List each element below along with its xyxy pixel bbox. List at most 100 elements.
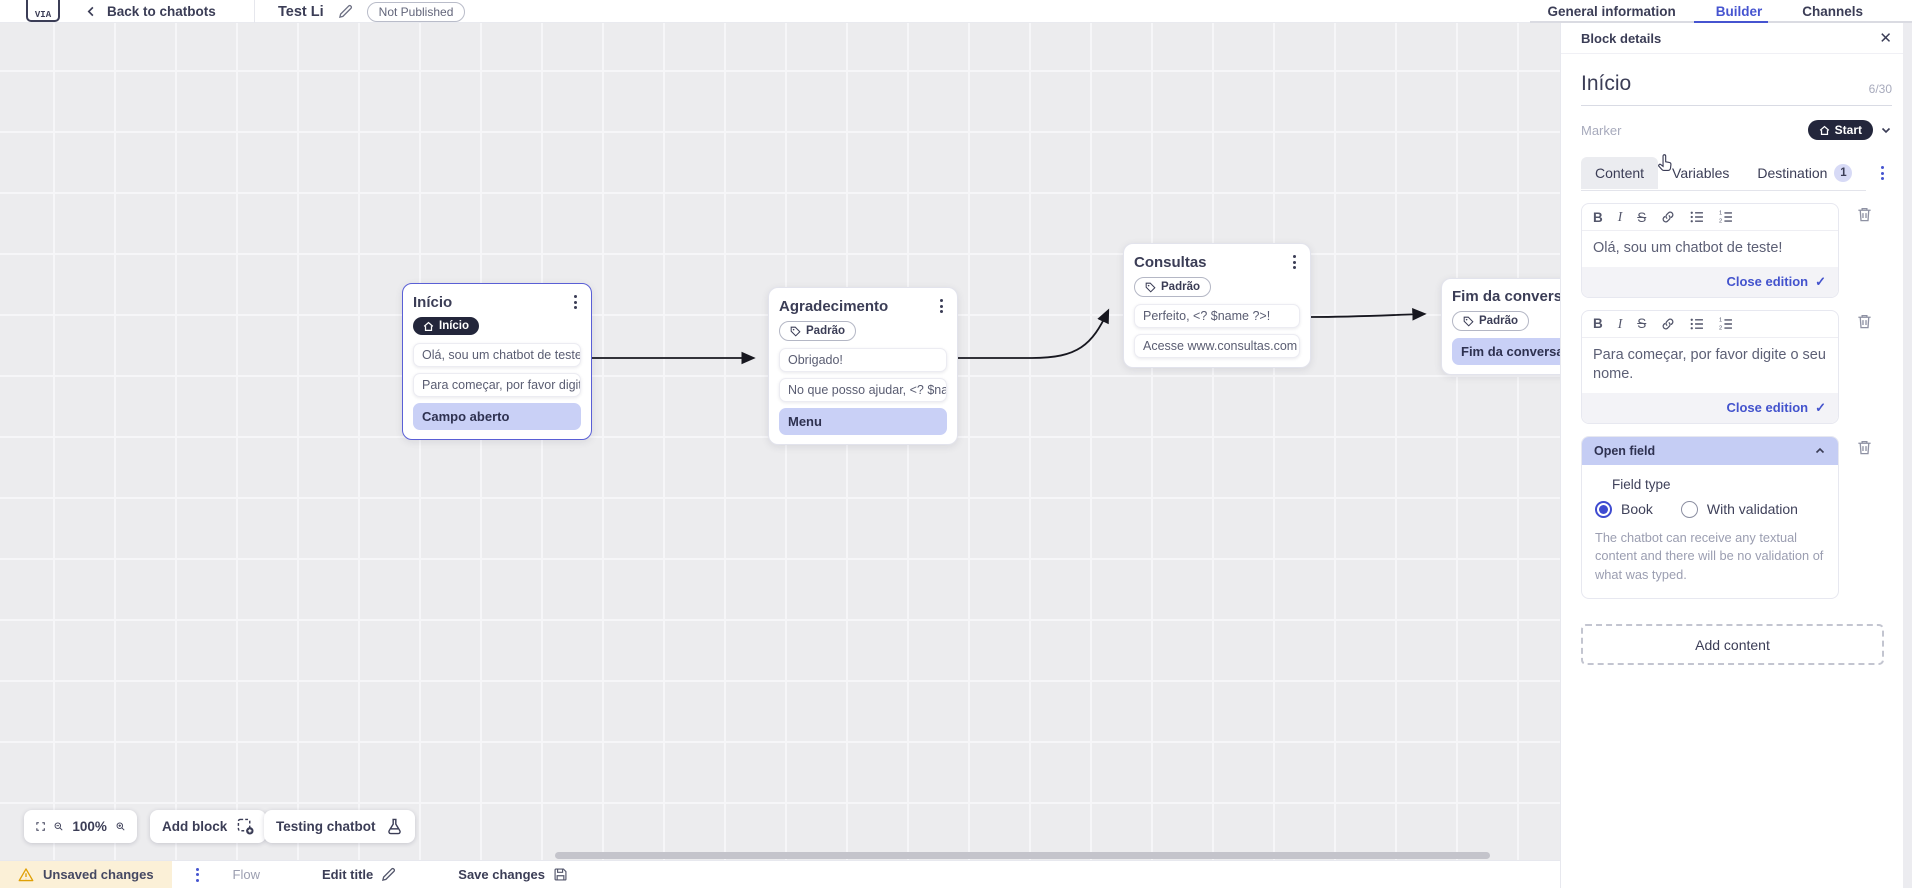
close-icon[interactable]: ✕ xyxy=(1879,29,1892,47)
flow-canvas[interactable]: Início Início Olá, sou um chatbot de tes… xyxy=(0,23,1560,860)
bold-icon[interactable]: B xyxy=(1593,316,1603,332)
block-card-message[interactable]: Olá, sou um chatbot de teste! xyxy=(413,342,581,367)
block-menu-icon[interactable] xyxy=(1289,253,1300,271)
home-icon xyxy=(423,321,434,331)
open-field-header[interactable]: Open field xyxy=(1582,436,1838,465)
tab-variables[interactable]: Variables xyxy=(1672,165,1730,181)
tag-icon xyxy=(1145,282,1156,293)
add-content-button[interactable]: Add content xyxy=(1581,624,1884,666)
block-title: Agradecimento xyxy=(779,297,889,315)
tab-destination[interactable]: Destination 1 xyxy=(1743,156,1866,190)
edit-title-button[interactable]: Edit title xyxy=(322,867,396,882)
check-icon: ✓ xyxy=(1815,399,1826,415)
edit-title-pencil-icon[interactable] xyxy=(338,4,353,19)
flow-block-consultas[interactable]: Consultas Padrão Perfeito, <? $name ?>! … xyxy=(1123,243,1311,368)
unsaved-changes-badge: Unsaved changes xyxy=(0,861,172,888)
close-edition-button[interactable]: Close edition xyxy=(1726,274,1809,290)
zoom-out-icon[interactable] xyxy=(54,819,63,834)
testing-chatbot-button[interactable]: Testing chatbot xyxy=(264,810,415,843)
fullscreen-icon[interactable] xyxy=(36,819,45,834)
strikethrough-icon[interactable]: S xyxy=(1637,316,1647,332)
pencil-icon xyxy=(382,867,396,882)
back-to-chatbots-button[interactable]: Back to chatbots xyxy=(86,0,216,23)
horizontal-scrollbar[interactable] xyxy=(555,852,1490,859)
divider xyxy=(254,0,255,23)
zoom-level: 100% xyxy=(72,819,107,834)
chevron-up-icon[interactable] xyxy=(1814,445,1826,457)
radio-unselected[interactable] xyxy=(1680,500,1698,518)
block-card-open-field[interactable]: Campo aberto xyxy=(413,402,581,430)
add-block-icon xyxy=(237,818,254,835)
main-tabs: General information Builder Channels xyxy=(1547,0,1863,23)
italic-icon[interactable]: I xyxy=(1617,209,1623,224)
radio-option-book[interactable]: Book xyxy=(1595,500,1653,518)
italic-icon[interactable]: I xyxy=(1617,315,1623,331)
default-marker-pill: Padrão xyxy=(1134,277,1211,297)
bold-icon[interactable]: B xyxy=(1593,209,1603,225)
home-icon xyxy=(1819,125,1829,135)
message-text-input[interactable]: Para começar, por favor digite o seu nom… xyxy=(1593,346,1826,383)
destination-count-badge: 1 xyxy=(1834,164,1853,182)
radio-option-with-validation[interactable]: With validation xyxy=(1680,500,1798,518)
bottom-status-bar: Unsaved changes Flow Edit title Save cha… xyxy=(0,860,1560,888)
trash-icon[interactable] xyxy=(1856,439,1873,456)
tag-icon xyxy=(1463,316,1474,327)
block-menu-icon[interactable] xyxy=(936,297,947,315)
publish-status-badge: Not Published xyxy=(366,1,466,22)
close-edition-button[interactable]: Close edition xyxy=(1726,400,1809,416)
link-icon[interactable] xyxy=(1661,317,1675,331)
flow-block-fim-da-conversa[interactable]: Fim da conversa Padrão Fim da conversa xyxy=(1441,278,1560,375)
bullet-list-icon[interactable] xyxy=(1690,210,1704,224)
flow-block-inicio[interactable]: Início Início Olá, sou um chatbot de tes… xyxy=(402,283,592,440)
marker-start-pill[interactable]: Start xyxy=(1807,120,1873,140)
tab-general-information[interactable]: General information xyxy=(1547,4,1676,19)
block-card-menu[interactable]: Menu xyxy=(779,407,947,435)
block-card-end[interactable]: Fim da conversa xyxy=(1452,337,1560,365)
field-type-label: Field type xyxy=(1612,476,1671,492)
radio-selected[interactable] xyxy=(1595,500,1612,518)
svg-text:1: 1 xyxy=(1719,317,1722,323)
check-icon: ✓ xyxy=(1815,273,1826,289)
save-changes-button[interactable]: Save changes xyxy=(458,867,568,882)
block-name-input[interactable]: Início 6/30 xyxy=(1581,72,1892,106)
save-icon xyxy=(554,868,567,881)
block-title: Início xyxy=(413,293,453,311)
active-tab-underline xyxy=(1694,21,1768,23)
svg-text:1: 1 xyxy=(1719,211,1722,217)
chevron-down-icon[interactable] xyxy=(1880,124,1892,136)
tab-channels[interactable]: Channels xyxy=(1802,4,1863,19)
app-logo[interactable]: VIA xyxy=(26,0,60,22)
add-block-button[interactable]: Add block xyxy=(150,810,267,843)
tab-content[interactable]: Content xyxy=(1581,157,1659,189)
panel-scrollbar[interactable] xyxy=(1903,23,1912,888)
block-card-message[interactable]: Acesse www.consultas.com par... xyxy=(1134,333,1300,358)
block-card-message[interactable]: Obrigado! xyxy=(779,347,947,372)
panel-tabs-menu-icon[interactable] xyxy=(1877,164,1888,182)
statusbar-menu-icon[interactable] xyxy=(192,866,203,884)
message-text-input[interactable]: Olá, sou um chatbot de teste! xyxy=(1593,240,1783,256)
field-type-description: The chatbot can receive any textual cont… xyxy=(1595,529,1824,582)
zoom-in-icon[interactable] xyxy=(116,819,125,834)
bullet-list-icon[interactable] xyxy=(1690,317,1704,331)
link-icon[interactable] xyxy=(1661,210,1675,224)
block-card-message[interactable]: Perfeito, <? $name ?>! xyxy=(1134,303,1300,328)
flow-connectors xyxy=(592,308,1427,365)
tab-builder[interactable]: Builder xyxy=(1715,4,1763,19)
trash-icon[interactable] xyxy=(1856,206,1873,223)
strikethrough-icon[interactable]: S xyxy=(1637,209,1647,225)
chatbot-title[interactable]: Test Li xyxy=(278,3,324,20)
trash-icon[interactable] xyxy=(1856,313,1873,330)
zoom-controls: 100% xyxy=(24,810,137,843)
block-title: Fim da conversa xyxy=(1452,288,1560,305)
open-field-section: Open field Field type Book xyxy=(1581,435,1839,600)
block-card-message[interactable]: No que posso ajudar, <? $name ... xyxy=(779,377,947,402)
block-menu-icon[interactable] xyxy=(570,293,581,311)
block-card-message[interactable]: Para começar, por favor digite o ... xyxy=(413,372,581,397)
flow-block-agradecimento[interactable]: Agradecimento Padrão Obrigado! No que po… xyxy=(768,287,958,445)
flow-label: Flow xyxy=(232,867,260,882)
